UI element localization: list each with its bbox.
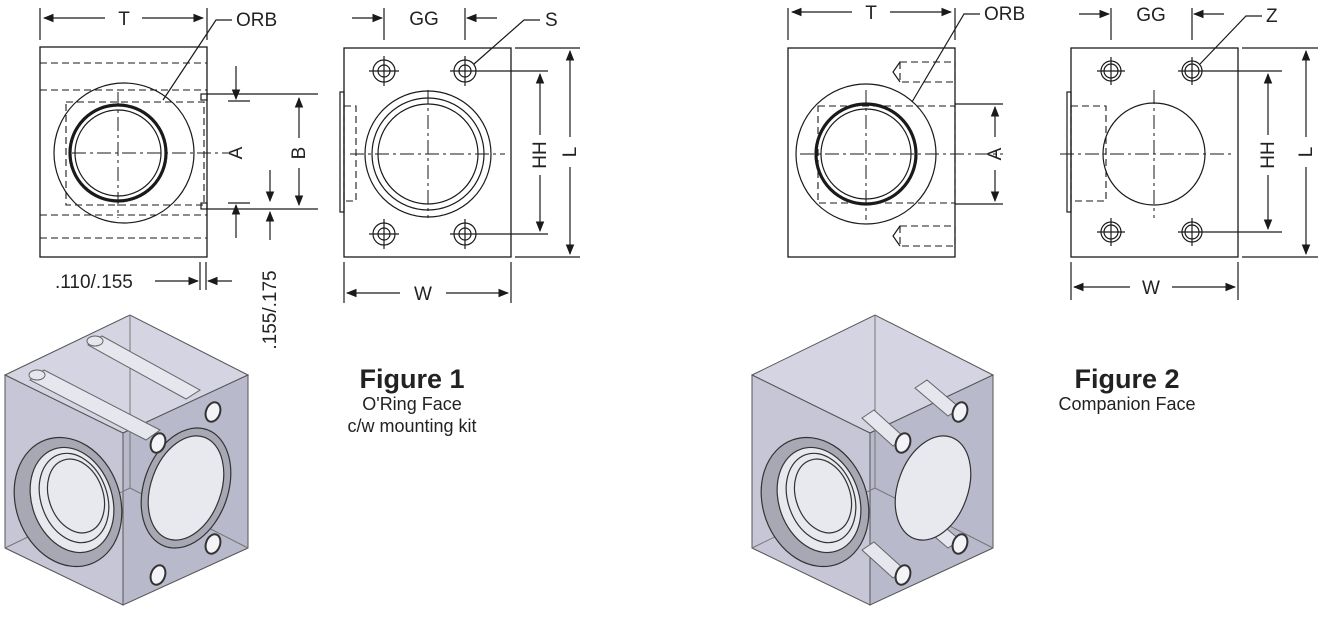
fig2-label-hh: HH (1258, 141, 1279, 168)
fig2-side-view (787, 7, 1003, 258)
fig1-label-s: S (545, 10, 558, 31)
fig1-label-l: L (560, 147, 581, 158)
fig2-label-t: T (865, 3, 877, 24)
fig1-bolt-hole (450, 219, 480, 249)
fig2-isometric-block (750, 314, 995, 606)
fig2-label-a: A (985, 147, 1006, 160)
fig1-side-view (39, 8, 318, 290)
fig2-tapped-hole (1097, 57, 1125, 85)
fig1-label-w: W (414, 284, 432, 305)
fig1-bolt-hole (450, 56, 480, 86)
fig1-label-hh: HH (530, 141, 551, 168)
fig1-bolt-hole (369, 219, 399, 249)
fig2-tapped-hole (1178, 57, 1206, 85)
fig2-title: Figure 2 (1074, 364, 1179, 394)
fig1-label-gg: GG (409, 9, 439, 30)
fig1-label-t: T (118, 9, 130, 30)
fig1-front-view (339, 8, 580, 303)
fig1-bolt-hole (369, 56, 399, 86)
fig2-label-w: W (1142, 278, 1160, 299)
fig2-front-view (1060, 8, 1318, 300)
fig1-label-dim-110-155: .110/.155 (55, 272, 133, 293)
fig2-label-z: Z (1266, 6, 1278, 27)
fig2-label-gg: GG (1136, 5, 1166, 26)
fig1-subtitle-line1: O'Ring Face (362, 394, 461, 414)
fig2-label-l: L (1296, 147, 1317, 158)
fig2-subtitle: Companion Face (1058, 394, 1195, 414)
fig1-label-a: A (226, 146, 247, 159)
fig2-tapped-hole (1178, 218, 1206, 246)
fig1-label-dim-155-175: .155/.175 (260, 270, 281, 349)
fig2-label-orb: ORB (984, 4, 1025, 25)
fig1-title: Figure 1 (359, 364, 464, 394)
fig1-label-b: B (289, 147, 310, 160)
fig2-tapped-hole (1097, 218, 1125, 246)
fig1-subtitle-line2: c/w mounting kit (347, 416, 476, 436)
fig1-isometric-block (3, 314, 250, 606)
fig1-label-orb: ORB (236, 10, 277, 31)
